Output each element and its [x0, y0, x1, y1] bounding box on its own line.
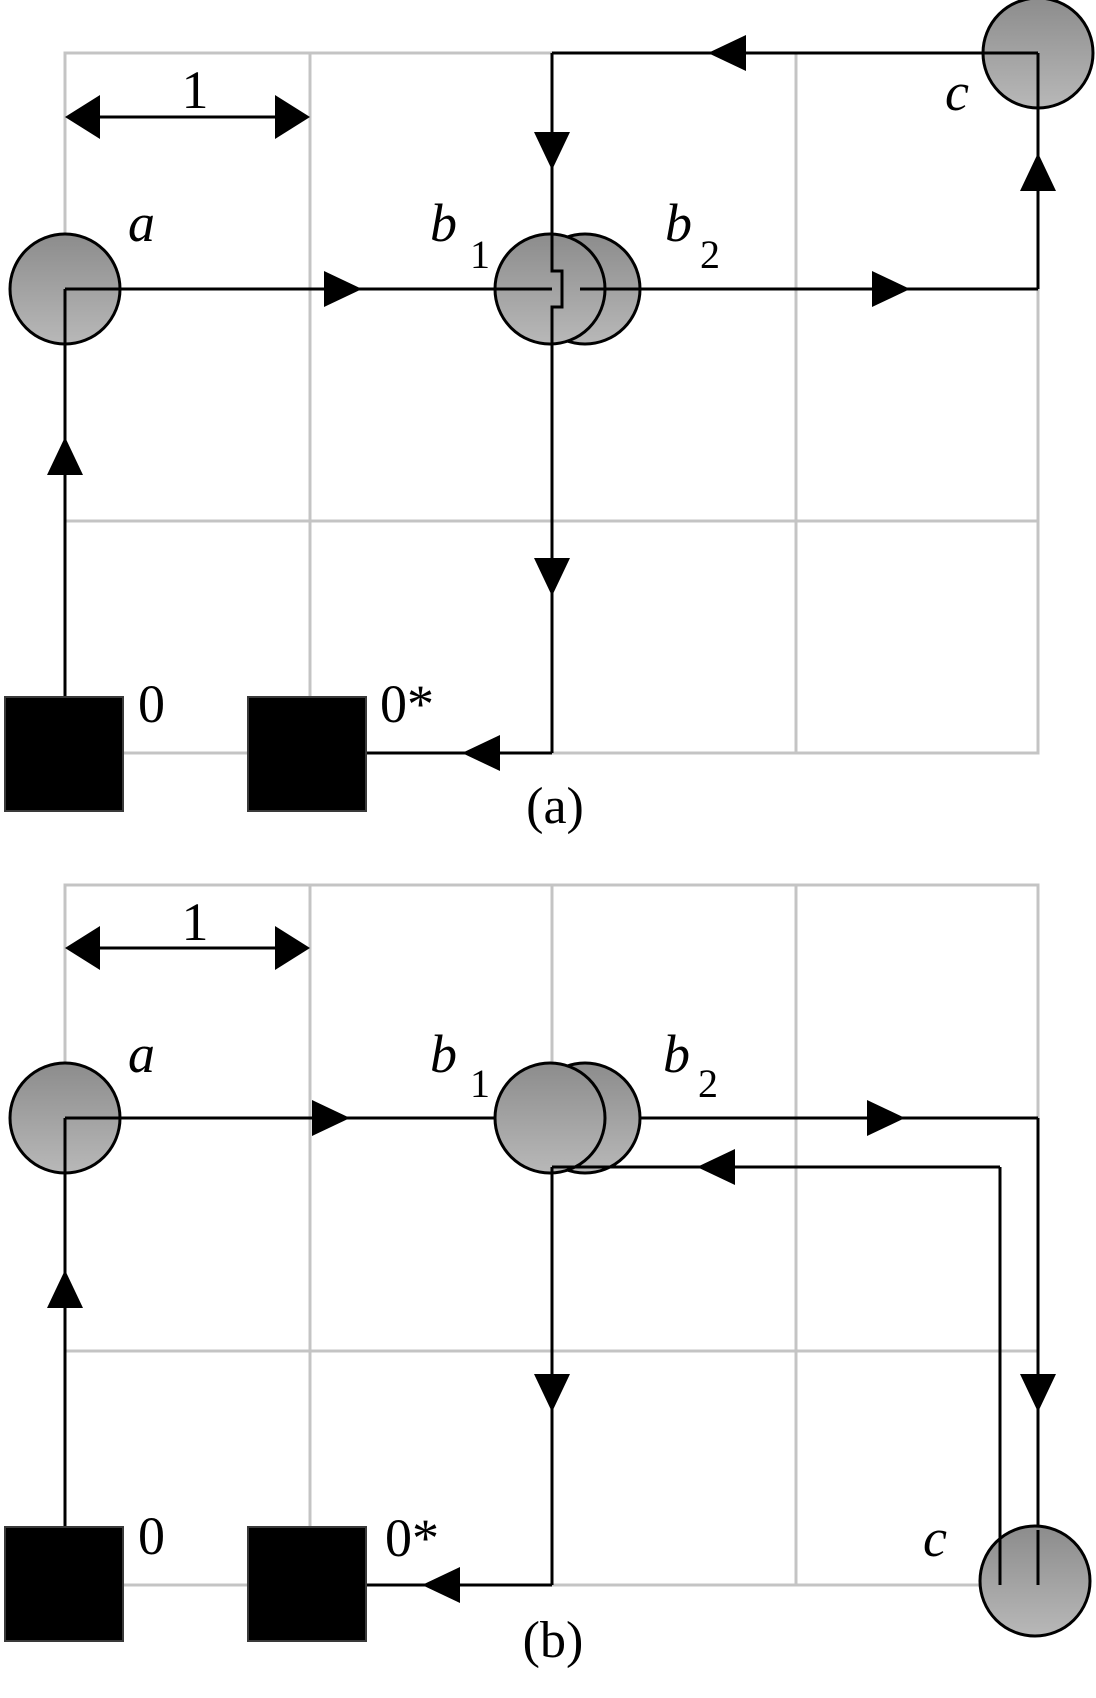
- arrow-down-icon: [534, 558, 570, 596]
- arrow-left-icon: [462, 735, 500, 771]
- depot-label-start: 0: [138, 1506, 165, 1566]
- arrow-left-icon: [422, 1567, 460, 1603]
- arrow-up-icon: [47, 437, 83, 475]
- arrow-up-icon: [47, 1270, 83, 1308]
- scale-label: 1: [182, 60, 209, 120]
- node-c: [978, 1524, 1092, 1638]
- arrow-left-icon: [708, 35, 746, 71]
- depots-b: [4, 1526, 367, 1642]
- node-b1: [493, 1061, 607, 1175]
- caption-a: (a): [526, 778, 584, 835]
- depot-label-end: 0*: [380, 674, 434, 734]
- node-label-c: c: [923, 1508, 947, 1568]
- nodes-b: [8, 1061, 1092, 1638]
- caption-b: (b): [523, 1612, 584, 1669]
- arrow-down-icon: [534, 1374, 570, 1412]
- scale-bar-b: 1: [65, 892, 310, 970]
- depot-start: [4, 1526, 124, 1642]
- node-label-a: a: [128, 1024, 155, 1084]
- nodes-a: [8, 0, 1095, 346]
- depot-label-end: 0*: [385, 1508, 439, 1568]
- node-label-b1-sub: 1: [470, 1061, 490, 1106]
- arrow-left-icon: [697, 1149, 735, 1185]
- arrow-right-icon: [867, 1100, 905, 1136]
- node-label-b1-sub: 1: [470, 232, 490, 277]
- panel-b: 1: [4, 883, 1092, 1669]
- node-label-b2-sub: 2: [700, 232, 720, 277]
- panel-a: 1: [4, 0, 1095, 835]
- arrow-right-icon: [324, 271, 362, 307]
- node-label-c: c: [945, 62, 969, 122]
- arrow-down-icon: [534, 132, 570, 170]
- depot-end: [247, 696, 367, 812]
- node-label-b2: b: [665, 193, 692, 253]
- arrow-up-icon: [1020, 153, 1056, 191]
- depot-label-start: 0: [138, 674, 165, 734]
- scale-bar-a: 1: [65, 60, 310, 139]
- arrow-down-icon: [1020, 1374, 1056, 1412]
- depot-start: [4, 696, 124, 812]
- labels-a: a b 1 b 2 c 0 0* (a): [128, 62, 969, 835]
- node-label-a: a: [128, 193, 155, 253]
- node-label-b1: b: [430, 193, 457, 253]
- arrow-right-icon: [312, 1100, 350, 1136]
- route-arrows-a: [47, 35, 1056, 771]
- node-label-b2-sub: 2: [698, 1061, 718, 1106]
- node-label-b1: b: [430, 1024, 457, 1084]
- depots-a: [4, 696, 367, 812]
- node-label-b2: b: [663, 1024, 690, 1084]
- scale-label: 1: [182, 892, 209, 952]
- arrow-right-icon: [872, 271, 910, 307]
- depot-end: [247, 1526, 367, 1642]
- route-arrows-b: [47, 1100, 1056, 1603]
- labels-b: a b 1 b 2 c 0 0* (b): [128, 1024, 947, 1669]
